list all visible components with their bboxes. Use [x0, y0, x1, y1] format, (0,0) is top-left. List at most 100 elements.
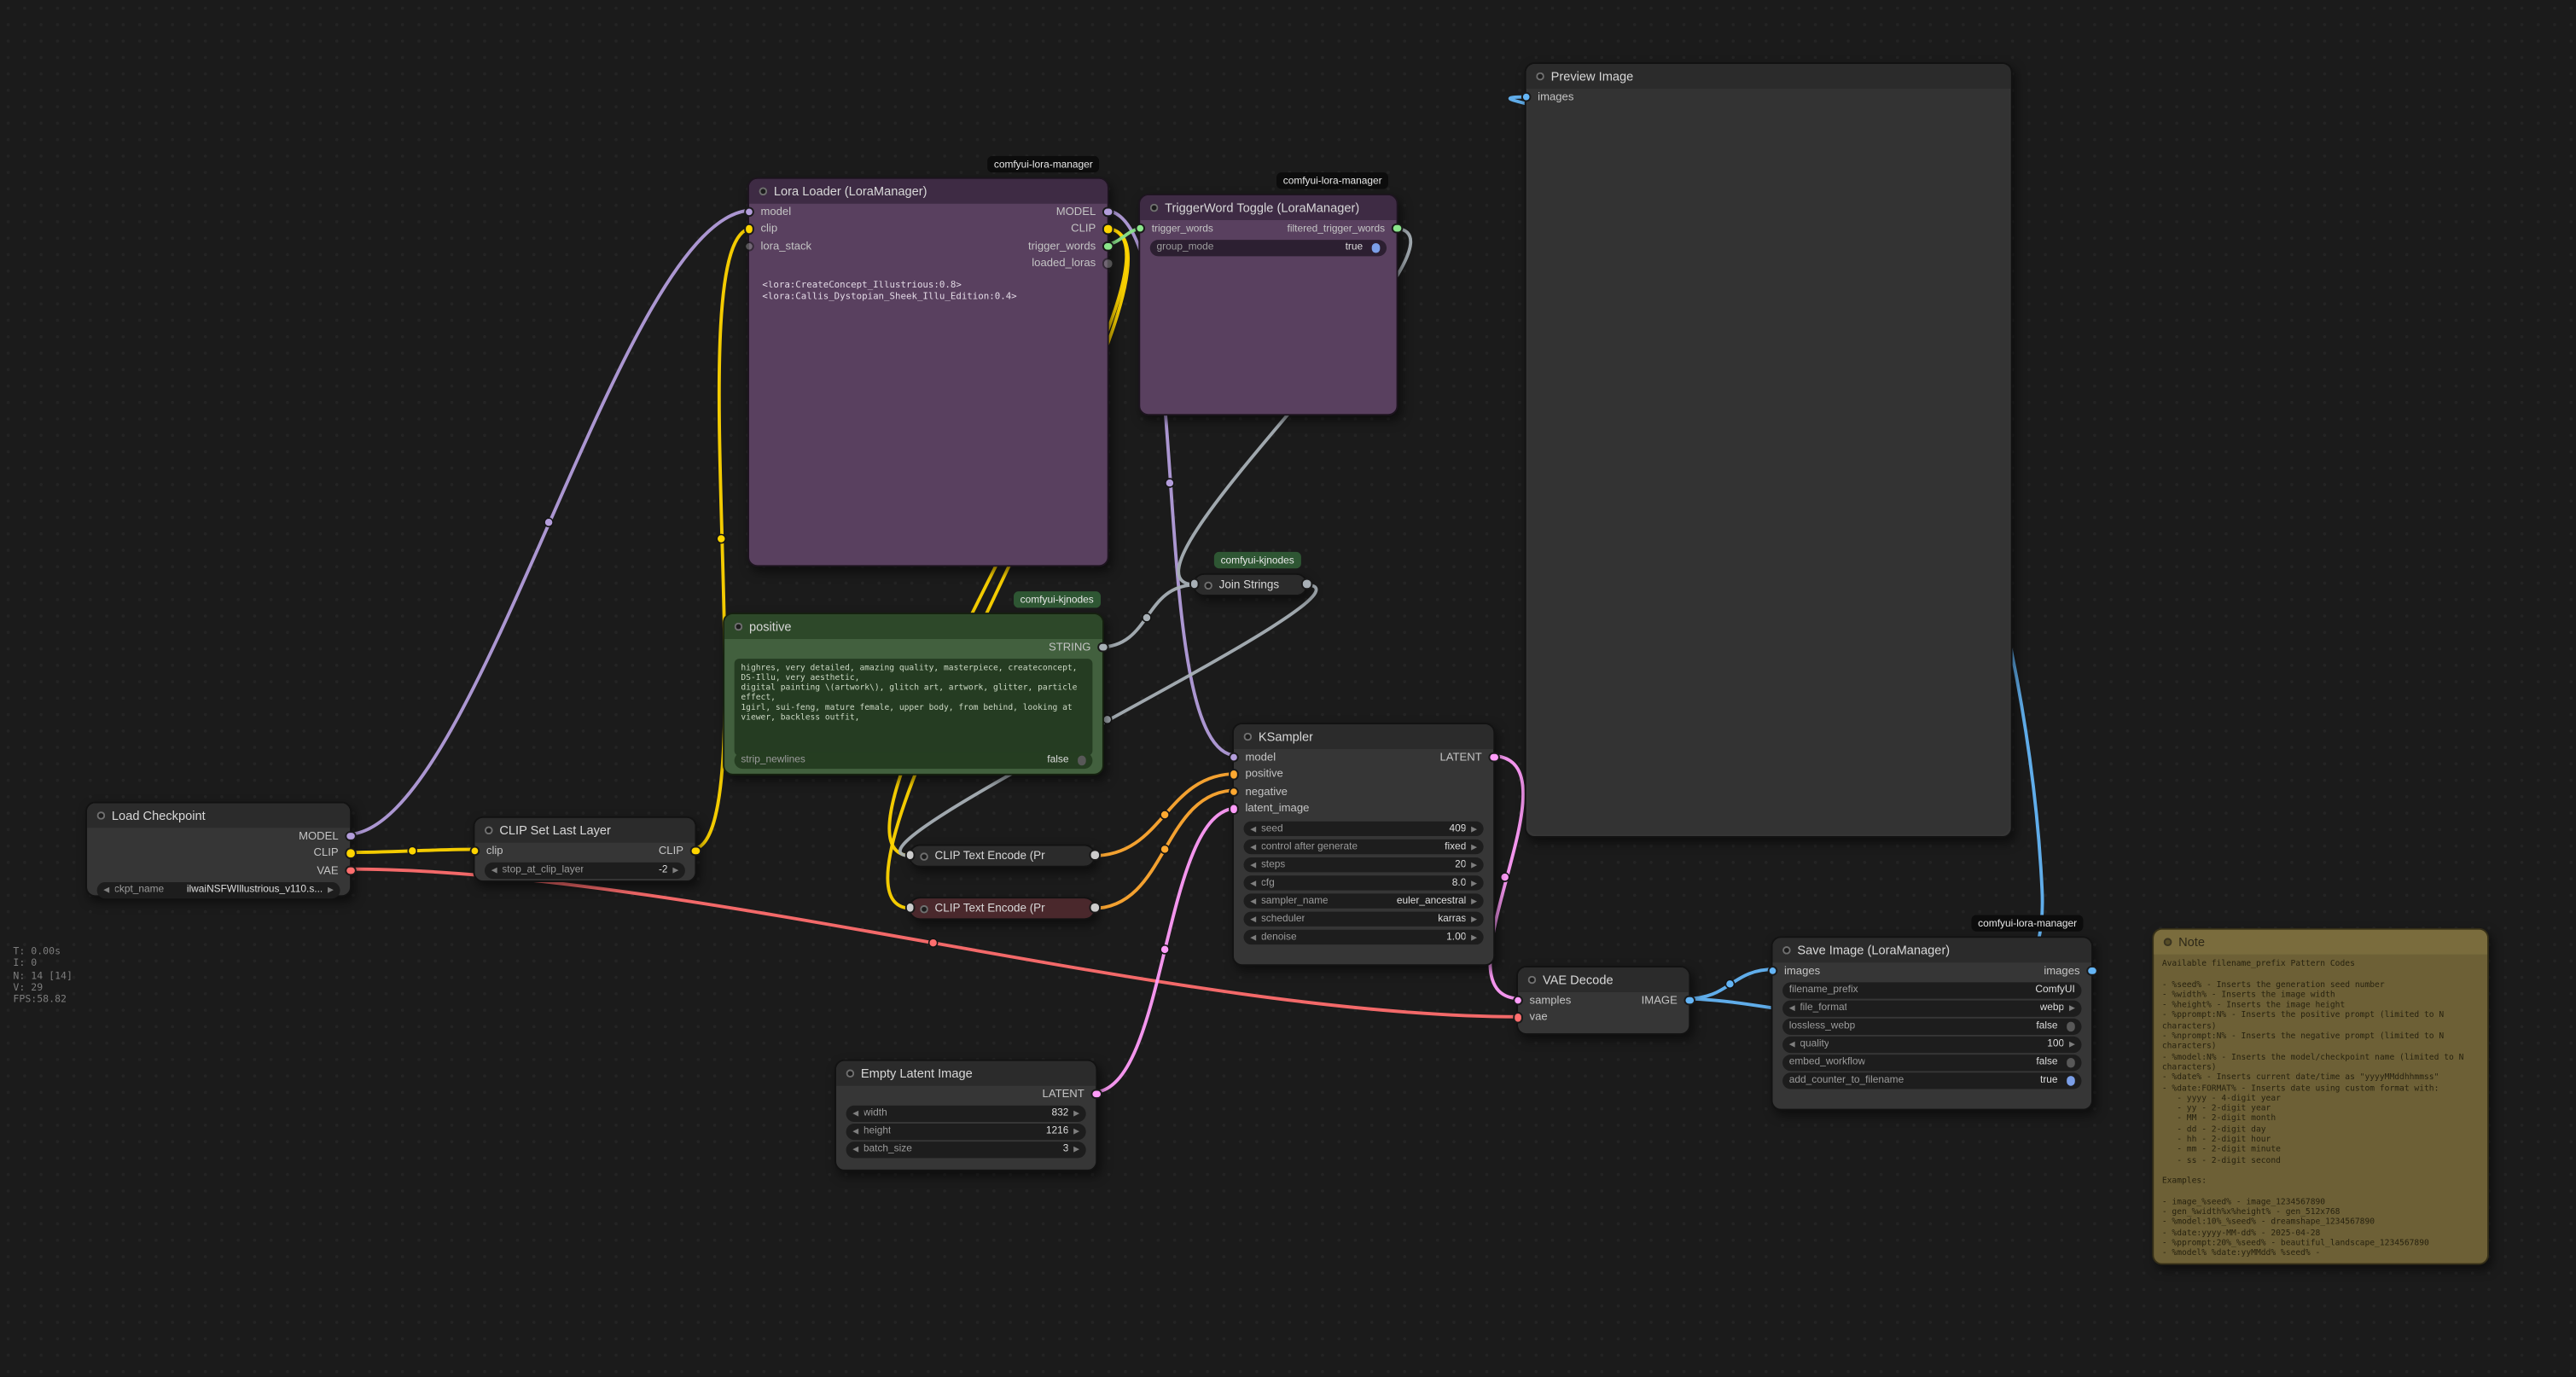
node-header[interactable]: TriggerWord Toggle (LoraManager): [1140, 195, 1397, 221]
node-clip-set-last-layer[interactable]: CLIP Set Last Layer clip CLIP ◀ stop_at_…: [468, 816, 701, 882]
step-right-icon[interactable]: ▶: [2068, 1039, 2075, 1049]
widget-denoise[interactable]: ◀ denoise 1.00 ▶: [1243, 928, 1484, 945]
step-right-icon[interactable]: ▶: [1073, 1145, 1079, 1153]
node-header[interactable]: Save Image (LoraManager): [1772, 938, 2092, 963]
collapse-icon[interactable]: [96, 811, 106, 820]
widget-width[interactable]: ◀ width 832 ▶: [846, 1105, 1086, 1122]
toggle-dot-icon[interactable]: [2066, 1057, 2075, 1067]
clip-output-port[interactable]: [689, 845, 701, 857]
images-input-port[interactable]: [1520, 91, 1532, 102]
vae-output-port[interactable]: [345, 865, 356, 876]
toggle-dot-icon[interactable]: [2066, 1076, 2075, 1085]
node-header[interactable]: Note: [2154, 929, 2488, 955]
step-right-icon[interactable]: ▶: [1471, 841, 1477, 851]
node-header[interactable]: Empty Latent Image: [836, 1060, 1096, 1086]
node-triggerword-toggle[interactable]: TriggerWord Toggle (LoraManager) trigger…: [1134, 194, 1403, 416]
toggle-dot-icon[interactable]: [1370, 242, 1381, 253]
vae-input-port[interactable]: [1512, 1012, 1523, 1023]
step-left-icon[interactable]: ◀: [1250, 914, 1257, 923]
step-right-icon[interactable]: ▶: [328, 885, 334, 894]
node-positive-prompt[interactable]: positive STRING highres, very detailed, …: [723, 613, 1108, 776]
widget-embed-workflow[interactable]: embed_workflow false: [1782, 1055, 2082, 1071]
collapse-icon[interactable]: [920, 903, 928, 913]
step-left-icon[interactable]: ◀: [1250, 932, 1257, 941]
step-left-icon[interactable]: ◀: [103, 885, 110, 894]
widget-height[interactable]: ◀ height 1216 ▶: [846, 1123, 1086, 1140]
images-output-port[interactable]: [2086, 965, 2097, 976]
widget-add-counter-to-filename[interactable]: add_counter_to_filename true: [1782, 1072, 2082, 1089]
toggle-dot-icon[interactable]: [2066, 1021, 2075, 1031]
link-midpoint-dot[interactable]: [1165, 478, 1175, 488]
collapse-icon[interactable]: [846, 1069, 855, 1078]
string-output-port[interactable]: [1300, 578, 1312, 590]
latent-image-input-port[interactable]: [1228, 803, 1239, 815]
node-header[interactable]: Preview Image: [1526, 64, 2011, 89]
node-vae-decode[interactable]: VAE Decode samples IMAGE vae: [1512, 966, 1695, 1036]
step-left-icon[interactable]: ◀: [1788, 1039, 1795, 1049]
node-header[interactable]: CLIP Text Encode (Pr: [910, 898, 1095, 919]
node-header[interactable]: Load Checkpoint: [87, 803, 351, 828]
step-right-icon[interactable]: ▶: [1471, 932, 1477, 941]
collapse-icon[interactable]: [1782, 946, 1791, 955]
widget-lossless-webp[interactable]: lossless_webp false: [1782, 1018, 2082, 1035]
latent-output-port[interactable]: [1090, 1088, 1102, 1100]
image-output-port[interactable]: [1683, 995, 1695, 1006]
link-midpoint-dot[interactable]: [1499, 872, 1510, 882]
collapse-icon[interactable]: [484, 826, 493, 835]
step-right-icon[interactable]: ▶: [2068, 1003, 2075, 1013]
step-right-icon[interactable]: ▶: [1073, 1108, 1079, 1118]
latent-output-port[interactable]: [1488, 752, 1499, 763]
widget-sampler-name[interactable]: ◀ sampler_name euler_ancestral ▶: [1243, 892, 1484, 909]
step-left-icon[interactable]: ◀: [1250, 859, 1257, 869]
step-left-icon[interactable]: ◀: [1250, 823, 1257, 833]
node-header[interactable]: KSampler: [1233, 724, 1494, 749]
toggle-dot-icon[interactable]: [1077, 755, 1086, 765]
node-clip-text-encode-negative[interactable]: CLIP Text Encode (Pr: [904, 897, 1101, 921]
link-midpoint-dot[interactable]: [1142, 613, 1152, 623]
collapse-icon[interactable]: [1536, 72, 1544, 81]
widget-quality[interactable]: ◀ quality 100 ▶: [1782, 1036, 2082, 1053]
collapse-icon[interactable]: [759, 187, 768, 196]
node-empty-latent-image[interactable]: Empty Latent Image LATENT ◀ width 832 ▶ …: [834, 1059, 1102, 1171]
link-lora-clip-to-encode-neg[interactable]: [886, 226, 1130, 910]
link-midpoint-dot[interactable]: [544, 517, 554, 528]
link-midpoint-dot[interactable]: [1160, 844, 1170, 855]
widget-file-format[interactable]: ◀ file_format webp ▶: [1782, 1000, 2082, 1016]
negative-input-port[interactable]: [1228, 786, 1239, 798]
node-lora-loader[interactable]: Lora Loader (LoraManager) model MODEL cl…: [743, 177, 1114, 567]
widget-seed[interactable]: ◀ seed 409 ▶: [1243, 820, 1484, 837]
node-ksampler[interactable]: KSampler model LATENT positive negative …: [1228, 723, 1499, 967]
step-right-icon[interactable]: ▶: [1471, 823, 1477, 833]
samples-input-port[interactable]: [1512, 995, 1523, 1006]
step-right-icon[interactable]: ▶: [1471, 896, 1477, 904]
loras-widget-text[interactable]: <lora:CreateConcept_Illustrious:0.8> <lo…: [762, 281, 1017, 303]
link-midpoint-dot[interactable]: [1102, 714, 1113, 725]
widget-cfg[interactable]: ◀ cfg 8.0 ▶: [1243, 874, 1484, 891]
clip-output-port[interactable]: [1102, 224, 1114, 235]
collapse-icon[interactable]: [2163, 938, 2172, 947]
positive-input-port[interactable]: [1228, 769, 1239, 780]
model-input-port[interactable]: [743, 206, 754, 218]
collapse-icon[interactable]: [920, 851, 928, 860]
collapse-icon[interactable]: [1149, 203, 1159, 212]
model-output-port[interactable]: [345, 830, 356, 842]
step-left-icon[interactable]: ◀: [852, 1126, 859, 1136]
link-midpoint-dot[interactable]: [1724, 979, 1736, 990]
widget-filename-prefix[interactable]: filename_prefix ComfyUI: [1782, 982, 2082, 998]
trigger-words-output-port[interactable]: [1102, 241, 1114, 252]
node-load-checkpoint[interactable]: Load Checkpoint MODEL CLIP VAE ◀ ckpt_na…: [85, 801, 356, 898]
widget-batch-size[interactable]: ◀ batch_size 3 ▶: [846, 1142, 1086, 1158]
trigger-words-input-port[interactable]: [1134, 223, 1146, 234]
string-output-port[interactable]: [1097, 642, 1108, 653]
link-midpoint-dot[interactable]: [1160, 944, 1170, 955]
images-input-port[interactable]: [1766, 965, 1778, 976]
conditioning-output-port[interactable]: [1089, 850, 1101, 861]
step-left-icon[interactable]: ◀: [1788, 1003, 1795, 1013]
step-right-icon[interactable]: ▶: [1471, 878, 1477, 886]
node-join-strings[interactable]: Join Strings: [1189, 572, 1312, 596]
conditioning-output-port[interactable]: [1089, 902, 1101, 914]
widget-control-after-generate[interactable]: ◀ control after generate fixed ▶: [1243, 838, 1484, 855]
node-header[interactable]: positive: [724, 614, 1102, 639]
link-midpoint-dot[interactable]: [1160, 810, 1170, 820]
